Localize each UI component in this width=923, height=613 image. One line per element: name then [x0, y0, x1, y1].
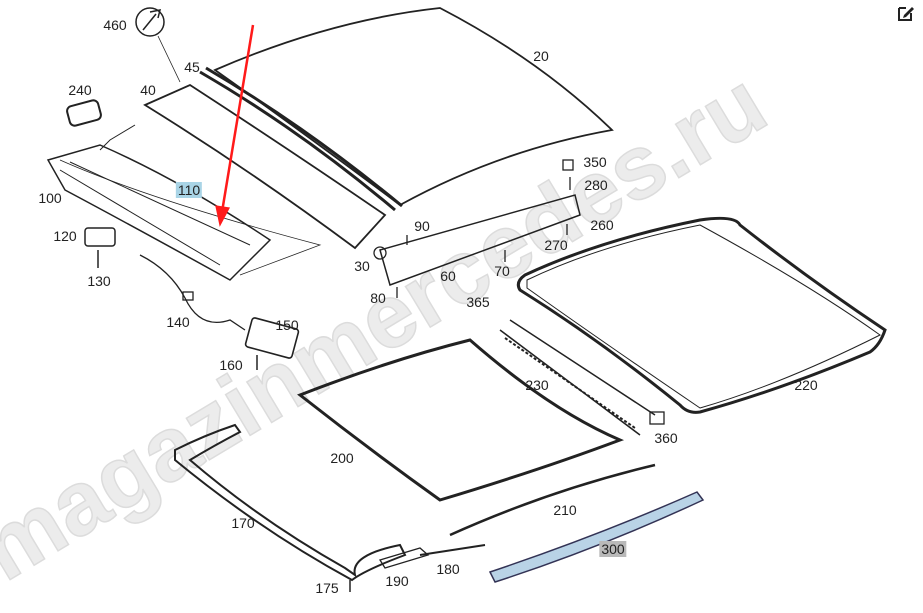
label-140: 140	[166, 314, 190, 330]
label-120: 120	[53, 228, 77, 244]
part-60-rail	[379, 194, 581, 286]
part-230-rail	[499, 319, 656, 436]
label-90: 90	[414, 218, 430, 234]
label-210: 210	[553, 502, 577, 518]
label-365: 365	[466, 294, 490, 310]
label-100: 100	[38, 190, 62, 206]
label-230: 230	[525, 377, 549, 393]
label-200: 200	[330, 450, 354, 466]
label-80: 80	[370, 290, 386, 306]
part-170-frame	[174, 423, 407, 582]
label-40: 40	[140, 82, 156, 98]
part-180-cable	[419, 544, 486, 556]
part-45-strip	[199, 66, 403, 212]
label-70: 70	[494, 263, 510, 279]
part-100-front-frame	[46, 144, 272, 281]
part-20-roof-panel	[213, 7, 614, 207]
label-260: 260	[590, 217, 614, 233]
part-200-glass	[297, 338, 625, 502]
part-220-seal	[516, 216, 887, 414]
part-210-strip	[449, 463, 656, 537]
label-130: 130	[87, 273, 111, 289]
red-arrow-pointer	[215, 24, 255, 227]
label-180: 180	[436, 561, 460, 577]
label-175: 175	[315, 580, 339, 596]
label-460: 460	[103, 17, 127, 33]
label-190: 190	[385, 573, 409, 589]
part-40-panel	[143, 83, 387, 250]
part-120-motor	[84, 227, 116, 247]
label-300-highlighted[interactable]: 300	[599, 541, 627, 557]
label-240: 240	[68, 82, 92, 98]
label-270: 270	[544, 237, 568, 253]
label-150: 150	[275, 317, 299, 333]
label-350: 350	[583, 154, 607, 170]
part-150-module	[244, 317, 300, 359]
label-110-highlighted[interactable]: 110	[175, 182, 203, 198]
label-220: 220	[794, 377, 818, 393]
part-300-seal	[488, 491, 705, 583]
wrench-icon	[135, 7, 165, 37]
label-30: 30	[354, 258, 370, 274]
label-45: 45	[184, 59, 200, 75]
label-360: 360	[654, 430, 678, 446]
label-280: 280	[584, 177, 608, 193]
part-240-seal	[66, 99, 102, 127]
label-170: 170	[231, 515, 255, 531]
part-190-bracket	[378, 547, 430, 569]
label-20: 20	[533, 48, 549, 64]
part-140-cable	[139, 254, 246, 331]
edit-icon[interactable]	[897, 4, 915, 22]
label-60: 60	[440, 268, 456, 284]
label-160: 160	[219, 357, 243, 373]
